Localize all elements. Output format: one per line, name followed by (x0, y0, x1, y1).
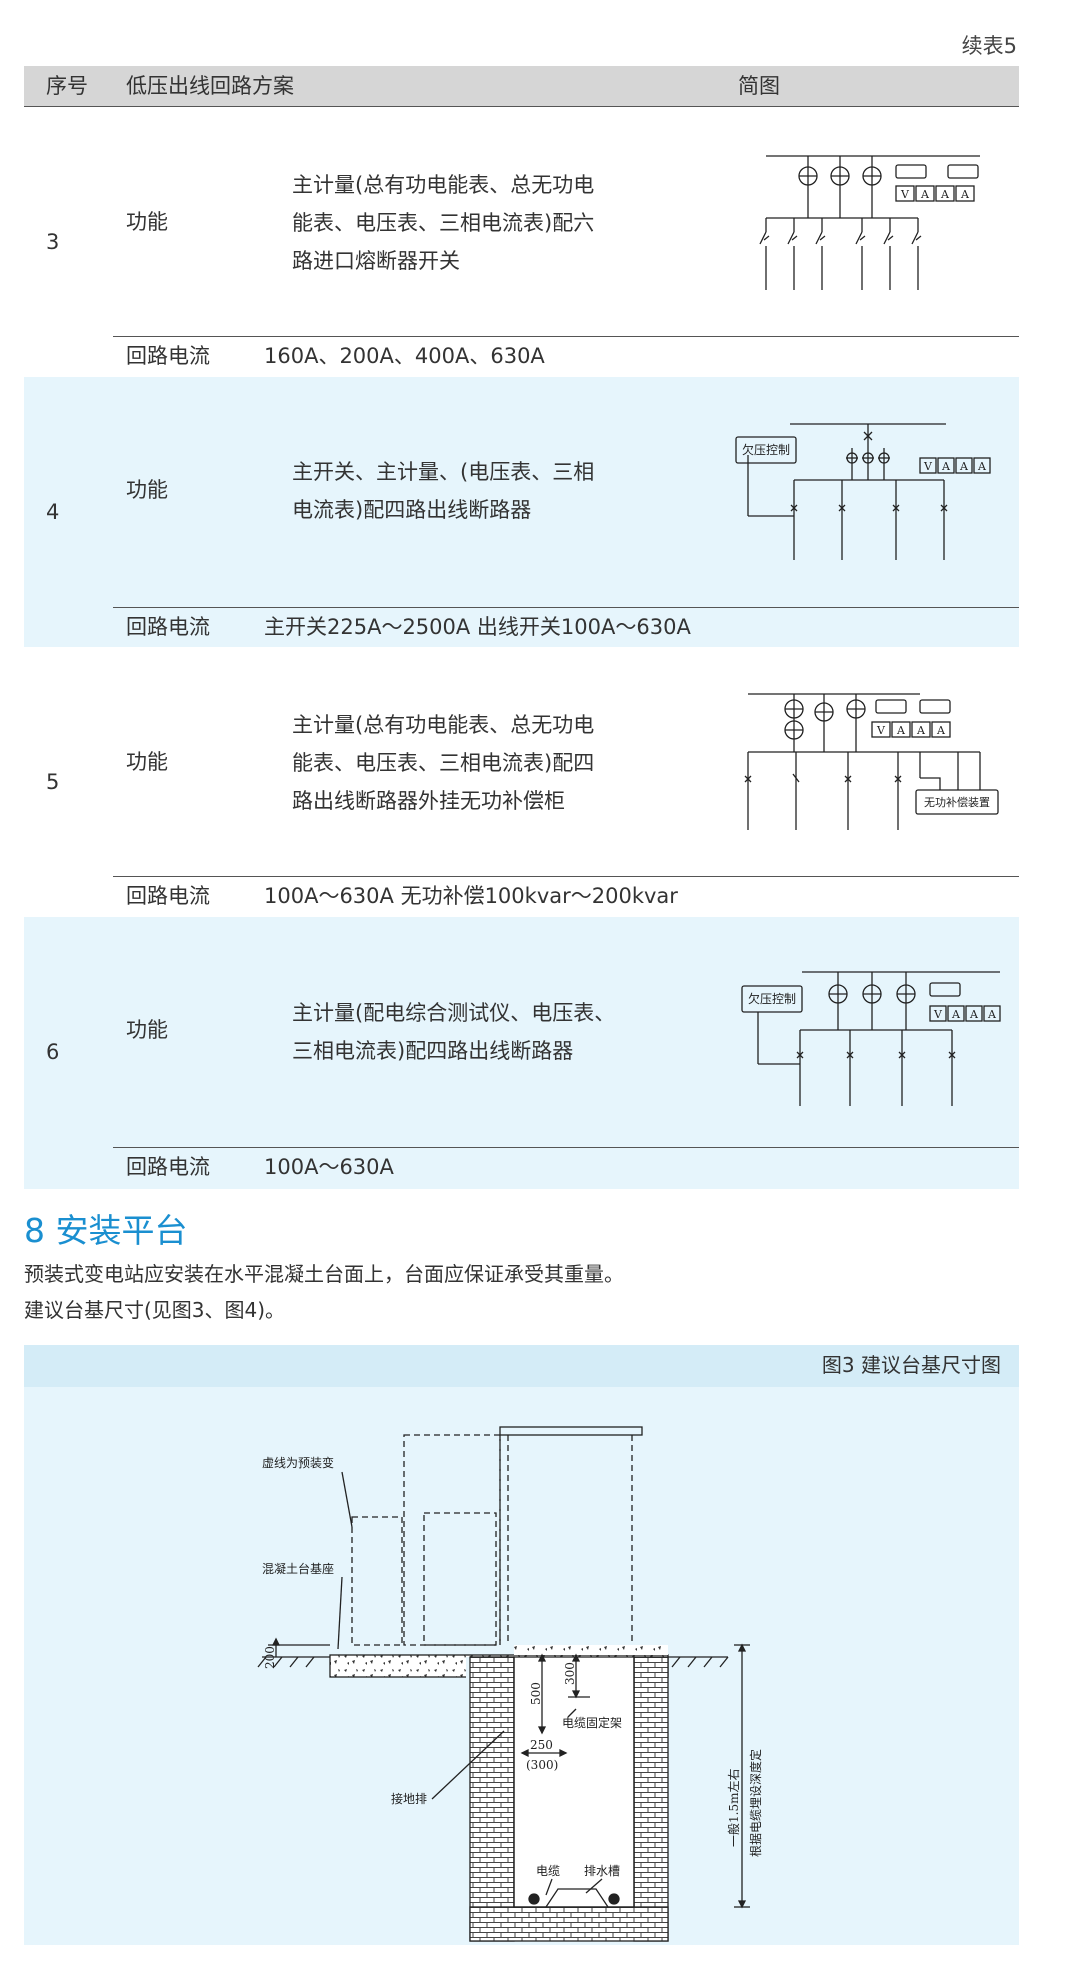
compensation-label: 无功补偿装置 (924, 795, 990, 809)
row-number: 4 (46, 500, 60, 524)
row-description: 主开关、主计量、(电压表、三相 电流表)配四路出线断路器 (292, 460, 595, 522)
schematic-row-3 (759, 155, 980, 290)
row-current-value: 主开关225A～2500A 出线开关100A～630A (264, 615, 691, 639)
figure-caption: 图3 建议台基尺寸图 (821, 1353, 1001, 1377)
continued-label: 续表5 (961, 34, 1017, 58)
meter-v-label: V (923, 460, 933, 473)
row-current-value: 100A～630A (264, 1155, 394, 1179)
meter-v-label: V (876, 724, 886, 737)
meter-a-label: A (936, 724, 946, 737)
row-description: 主计量(总有功电能表、总无功电 能表、电压表、三相电流表)配六 路进口熔断器开关 (292, 173, 595, 273)
meter-a-label: A (951, 1008, 961, 1021)
row-divider-5 (113, 876, 1019, 877)
figure-caption-bar: 图3 建议台基尺寸图 (24, 1345, 1019, 1387)
row-divider-4 (113, 607, 1019, 608)
row-function-label: 功能 (126, 1018, 168, 1042)
row-current-label: 回路电流 (126, 615, 210, 639)
dim-200-label: 200 (263, 1646, 277, 1669)
row-function-label: 功能 (126, 750, 168, 774)
depth-note-1: 一般1.5m左右 (726, 1769, 741, 1847)
section-title: 8 安装平台 (24, 1211, 188, 1250)
cable-label: 电缆 (536, 1864, 560, 1878)
row-number: 5 (46, 770, 60, 794)
table-header: 序号 低压出线回路方案 简图 (24, 66, 1019, 106)
dim-250-label: 250 (530, 1738, 553, 1752)
row-number: 3 (46, 230, 60, 254)
meter-a-label: A (896, 724, 906, 737)
ground-bar-label: 接地排 (391, 1791, 427, 1806)
row-current-label: 回路电流 (126, 1155, 210, 1179)
meter-a-label: A (920, 188, 930, 201)
meter-a-label: A (977, 460, 987, 473)
header-diagram: 简图 (738, 74, 780, 98)
meter-v-label: V (933, 1008, 943, 1021)
base-label: 混凝土台基座 (262, 1561, 334, 1576)
section-paragraph: 建议台基尺寸(见图3、图4)。 (24, 1298, 286, 1322)
undervoltage-label: 欠压控制 (742, 442, 790, 457)
header-scheme: 低压出线回路方案 (126, 74, 294, 98)
row-current-label: 回路电流 (126, 884, 210, 908)
row-current-value: 100A～630A 无功补偿100kvar～200kvar (264, 884, 678, 908)
row-band-4 (24, 377, 1019, 647)
row-divider-6 (113, 1147, 1019, 1148)
row-number: 6 (46, 1040, 60, 1064)
section-paragraph: 预装式变电站应安装在水平混凝土台面上，台面应保证承受其重量。 (24, 1262, 624, 1286)
dim-300b-label: (300) (526, 1758, 558, 1772)
drain-label: 排水槽 (584, 1864, 620, 1878)
dashed-outline-label: 虚线为预装变 (262, 1455, 334, 1470)
dim-300-label: 300 (563, 1662, 577, 1685)
row-function-label: 功能 (126, 210, 168, 234)
row-band-6 (24, 917, 1019, 1189)
undervoltage-label: 欠压控制 (748, 991, 796, 1006)
meter-a-label: A (916, 724, 926, 737)
row-divider-3 (113, 336, 1019, 337)
row-description: 主计量(配电综合测试仪、电压表、 三相电流表)配四路出线断路器 (292, 1001, 616, 1063)
row-current-value: 160A、200A、400A、630A (264, 344, 545, 368)
table-divider (24, 106, 1019, 107)
row-function-label: 功能 (126, 478, 168, 502)
depth-note-2: 根据电缆埋设深度定 (748, 1749, 763, 1857)
meter-a-label: A (940, 188, 950, 201)
meter-a-label: A (941, 460, 951, 473)
schematic-diagrams: V A A A V A A A V A A A V A A A 欠压控制 无功补… (735, 155, 1001, 1106)
dim-500-label: 500 (529, 1682, 543, 1705)
meter-a-label: A (987, 1008, 997, 1021)
meter-a-label: A (959, 460, 969, 473)
schematic-row-5 (744, 693, 999, 830)
fixing-frame-label: 电缆固定架 (562, 1715, 622, 1730)
row-description: 主计量(总有功电能表、总无功电 能表、电压表、三相电流表)配四 路出线断路器外挂… (292, 713, 595, 813)
meter-a-label: A (960, 188, 970, 201)
schematic-row-4 (735, 423, 991, 560)
header-no: 序号 (46, 74, 88, 98)
meter-a-label: A (969, 1008, 979, 1021)
foundation-diagram: 虚线为预装变 混凝土台基座 接地排 电缆 排水槽 电缆固定架 250 (300)… (257, 1426, 763, 1945)
schematic-row-6 (741, 971, 1001, 1106)
meter-v-label: V (900, 188, 910, 201)
row-current-label: 回路电流 (126, 344, 210, 368)
